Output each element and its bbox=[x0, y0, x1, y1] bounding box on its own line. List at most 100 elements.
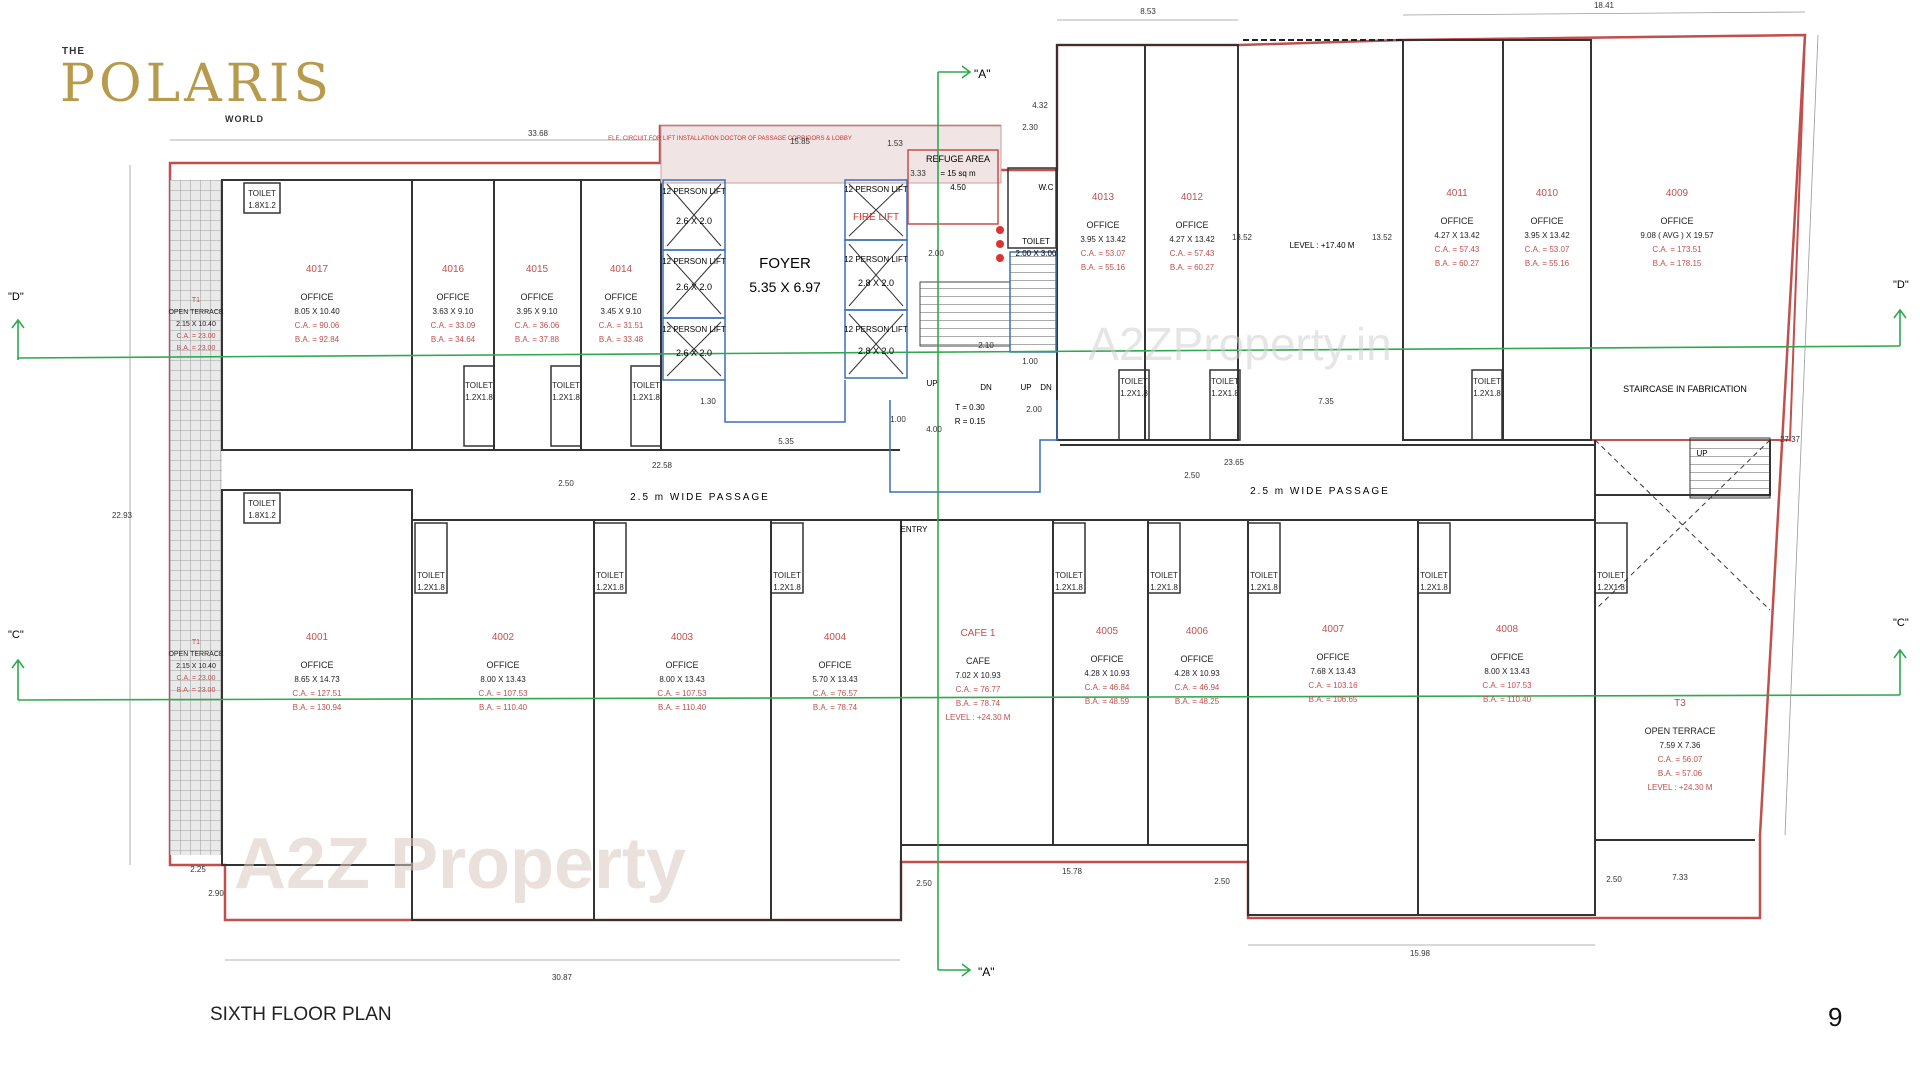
svg-text:1.2X1.8: 1.2X1.8 bbox=[596, 583, 624, 592]
duct-note: ELE. CIRCUIT FOR LIFT INSTALLATION DOCTO… bbox=[608, 136, 852, 142]
unit-label-line: OFFICE bbox=[1317, 652, 1350, 662]
unit-label-line: B.A. = 55.16 bbox=[1525, 259, 1570, 268]
unit-label-line: LEVEL : +24.30 M bbox=[1648, 783, 1713, 792]
core-toilet: TOILET bbox=[1022, 237, 1050, 246]
svg-text:4.32: 4.32 bbox=[1032, 101, 1048, 110]
unit-label-line: C.A. = 107.53 bbox=[478, 689, 528, 698]
core-toilet-size: 2.00 X 3.00 bbox=[1016, 249, 1057, 258]
unit-label-line: B.A. = 78.74 bbox=[813, 703, 858, 712]
unit-label-line: OFFICE bbox=[487, 660, 520, 670]
terrace-label-line: C.A. = 23.00 bbox=[176, 675, 215, 682]
svg-text:23.65: 23.65 bbox=[1224, 458, 1245, 467]
terrace-t1-upper bbox=[170, 180, 222, 490]
stair-tread: T = 0.30 bbox=[955, 403, 985, 412]
svg-text:TOILET: TOILET bbox=[1420, 571, 1448, 580]
unit-label-line: OFFICE bbox=[1661, 216, 1694, 226]
svg-text:2.50: 2.50 bbox=[1184, 471, 1200, 480]
svg-text:TOILET: TOILET bbox=[632, 381, 660, 390]
svg-text:1.2X1.8: 1.2X1.8 bbox=[465, 393, 493, 402]
unit-label-line: 5.70 X 13.43 bbox=[812, 675, 858, 684]
unit-label-line: 4.28 X 10.93 bbox=[1174, 669, 1220, 678]
terrace-label-line: B.A. = 23.00 bbox=[177, 345, 216, 352]
unit-label-line: 9.08 ( AVG ) X 19.57 bbox=[1640, 231, 1714, 240]
unit-label-line: OPEN TERRACE bbox=[1645, 726, 1716, 736]
svg-text:1.2X1.8: 1.2X1.8 bbox=[1473, 389, 1501, 398]
svg-text:TOILET: TOILET bbox=[1250, 571, 1278, 580]
stair2-dn: DN bbox=[1040, 383, 1052, 392]
unit-label-line: CAFE bbox=[966, 656, 990, 666]
terrace-label-line: 2.15 X 10.40 bbox=[176, 321, 216, 328]
unit-label-line: 3.95 X 13.42 bbox=[1524, 231, 1570, 240]
unit-label-line: OFFICE bbox=[1531, 216, 1564, 226]
logo-name: POLARIS bbox=[60, 54, 334, 114]
svg-text:1.8X1.2: 1.8X1.2 bbox=[248, 201, 276, 210]
unit-label-line: B.A. = 110.40 bbox=[1483, 695, 1532, 704]
svg-text:18.41: 18.41 bbox=[1594, 1, 1615, 10]
unit-label-line: T3 bbox=[1674, 698, 1686, 709]
unit-label-line: OFFICE bbox=[1181, 654, 1214, 664]
svg-text:TOILET: TOILET bbox=[773, 571, 801, 580]
unit-label-line: 4003 bbox=[671, 632, 694, 643]
unit-label-line: C.A. = 33.09 bbox=[431, 321, 476, 330]
unit-label-line: 4005 bbox=[1096, 626, 1119, 637]
unit-label-line: B.A. = 60.27 bbox=[1435, 259, 1480, 268]
unit-label-line: B.A. = 34.64 bbox=[431, 335, 476, 344]
svg-text:2.90: 2.90 bbox=[208, 889, 224, 898]
unit-label-line: B.A. = 78.74 bbox=[956, 699, 1001, 708]
unit-label-line: C.A. = 107.53 bbox=[657, 689, 707, 698]
svg-text:TOILET: TOILET bbox=[417, 571, 445, 580]
terrace-label-line: 2.15 X 10.40 bbox=[176, 663, 216, 670]
svg-text:7.35: 7.35 bbox=[1318, 397, 1334, 406]
unit-label-line: 4015 bbox=[526, 264, 549, 275]
unit-label-line: OFFICE bbox=[301, 660, 334, 670]
section-a-top: "A" bbox=[974, 67, 991, 81]
lift-1-size: 2.6 X 2.0 bbox=[676, 216, 712, 226]
unit-label-line: OFFICE bbox=[1441, 216, 1474, 226]
svg-text:2.30: 2.30 bbox=[1022, 123, 1038, 132]
page-number: 9 bbox=[1828, 1002, 1843, 1032]
unit-label-line: C.A. = 57.43 bbox=[1435, 245, 1480, 254]
section-c-right: "C" bbox=[1893, 617, 1909, 629]
unit-label-line: 4004 bbox=[824, 632, 847, 643]
unit-label-line: B.A. = 48.25 bbox=[1175, 697, 1220, 706]
unit-label-line: 4012 bbox=[1181, 192, 1204, 203]
svg-text:8.53: 8.53 bbox=[1140, 7, 1156, 16]
svg-text:1.2X1.8: 1.2X1.8 bbox=[1597, 583, 1625, 592]
unit-label-line: 4001 bbox=[306, 632, 329, 643]
unit-label-line: C.A. = 127.51 bbox=[292, 689, 342, 698]
svg-text:TOILET: TOILET bbox=[1150, 571, 1178, 580]
stair-dn: DN bbox=[980, 383, 992, 392]
terrace-label-line: OPEN TERRACE bbox=[168, 309, 223, 316]
svg-text:2.00: 2.00 bbox=[1026, 405, 1042, 414]
svg-text:1.2X1.8: 1.2X1.8 bbox=[632, 393, 660, 402]
svg-text:13.52: 13.52 bbox=[1372, 233, 1393, 242]
svg-text:TOILET: TOILET bbox=[552, 381, 580, 390]
fabrication-stair bbox=[1594, 437, 1771, 611]
unit-label-line: C.A. = 46.84 bbox=[1085, 683, 1130, 692]
unit-label-line: OFFICE bbox=[301, 292, 334, 302]
unit-label-line: 7.59 X 7.36 bbox=[1660, 741, 1701, 750]
fire-lift-label: FIRE LIFT bbox=[853, 212, 899, 223]
svg-text:TOILET: TOILET bbox=[248, 189, 276, 198]
unit-label-line: 4009 bbox=[1666, 188, 1689, 199]
unit-label-line: OFFICE bbox=[1087, 220, 1120, 230]
unit-label-line: OFFICE bbox=[819, 660, 852, 670]
unit-label-line: 8.00 X 13.43 bbox=[1484, 667, 1530, 676]
logo-world: WORLD bbox=[225, 114, 264, 124]
unit-label-line: 4010 bbox=[1536, 188, 1559, 199]
unit-label-line: 4007 bbox=[1322, 624, 1345, 635]
unit-label-line: B.A. = 106.65 bbox=[1309, 695, 1358, 704]
lift-5-label: 12 PERSON LIFT bbox=[844, 255, 908, 264]
svg-text:TOILET: TOILET bbox=[1473, 377, 1501, 386]
unit-label-line: B.A. = 57.06 bbox=[1658, 769, 1703, 778]
stair2-up: UP bbox=[1020, 383, 1031, 392]
